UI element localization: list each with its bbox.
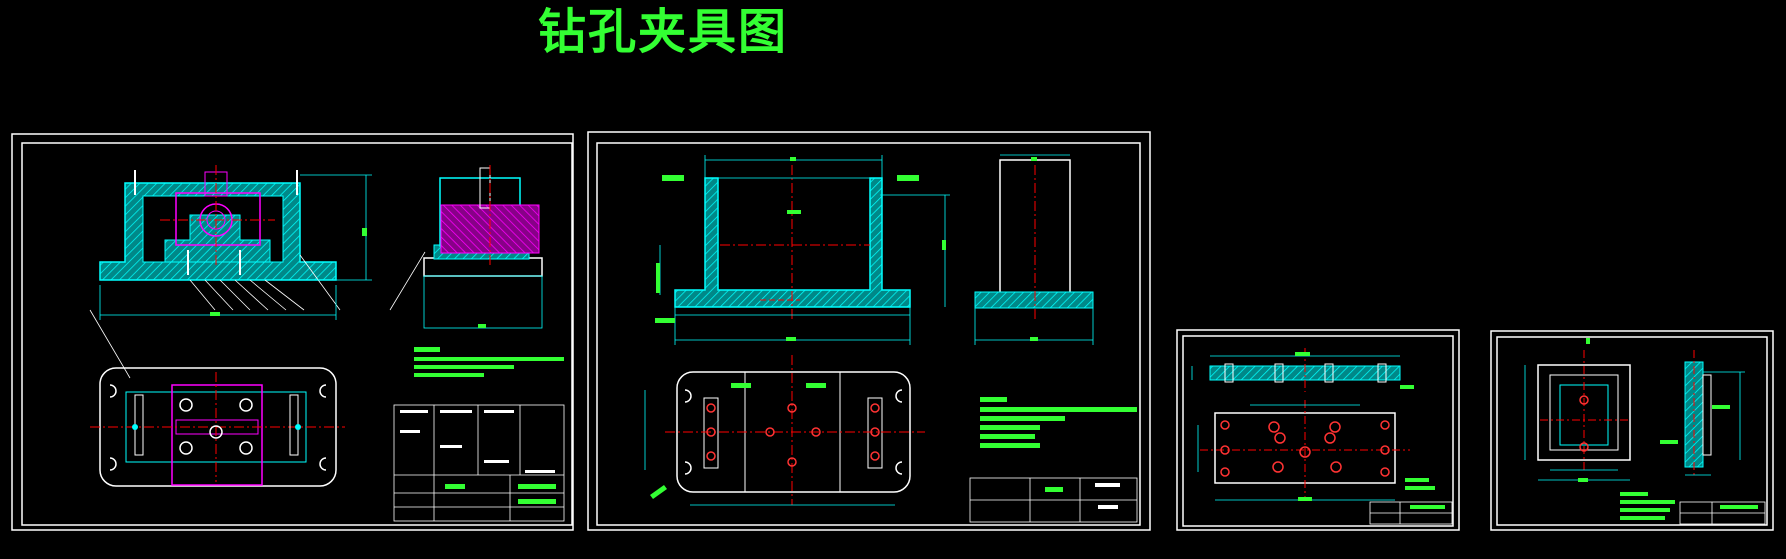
base-front-view (655, 155, 950, 345)
assembly-top-view (90, 367, 345, 487)
assembly-front-view (89, 165, 372, 379)
sheet-base-part (587, 131, 1151, 531)
bracket-front-view (1524, 338, 1631, 482)
drawing-title: 钻孔夹具图 (538, 4, 789, 60)
base-top-view (644, 355, 925, 506)
sheet-plate-part (1176, 329, 1460, 531)
sheet-bracket-part (1490, 330, 1774, 531)
bracket-side-view (1660, 350, 1745, 476)
base-notes-and-titleblock (969, 397, 1138, 523)
plate-top-view (1197, 400, 1410, 501)
assembly-notes-and-bom (393, 347, 565, 522)
assembly-side-view (389, 165, 543, 329)
plate-titleblock (1369, 478, 1453, 525)
bracket-titleblock (1620, 492, 1766, 525)
sheet-fixture-assembly (11, 133, 574, 531)
plate-front-view (1191, 348, 1414, 392)
base-side-view (974, 154, 1094, 345)
